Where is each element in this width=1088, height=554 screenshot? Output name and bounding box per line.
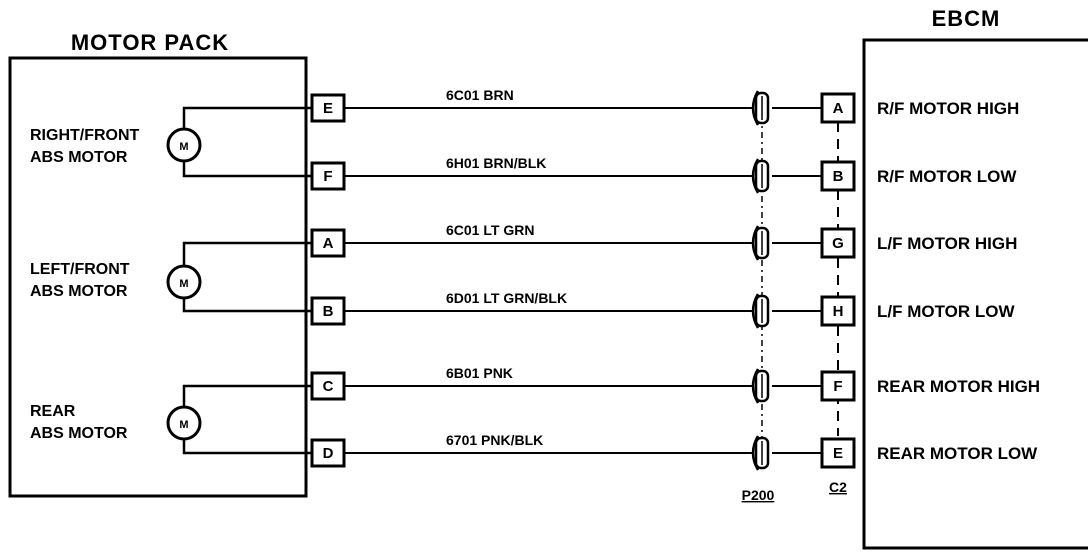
motor-pack-box [8, 56, 308, 498]
svg-text:F: F [833, 378, 842, 395]
motor-3-label-line1: REAR [30, 403, 76, 420]
motor-2-label-line1: LEFT/FRONT [30, 261, 130, 278]
wire-label: 6H01 BRN/BLK [446, 155, 546, 171]
ebcm-pin: A [820, 92, 856, 124]
ebcm-pin: B [820, 160, 856, 192]
ebcm-circuit-label: REAR MOTOR LOW [877, 444, 1038, 463]
svg-text:G: G [832, 235, 844, 252]
svg-text:A: A [833, 100, 844, 117]
motor-pack-pin: A [310, 228, 346, 258]
circuit-row: D 6701 PNK/BLK E REAR MOTOR LOW [310, 432, 1038, 471]
circuit-row: F 6H01 BRN/BLK B R/F MOTOR LOW [310, 155, 1017, 194]
motor-2-symbol: M [166, 241, 312, 313]
svg-text:B: B [323, 303, 334, 320]
ebcm-box [862, 38, 1088, 550]
p200-terminal [751, 368, 770, 404]
svg-text:M: M [179, 141, 188, 153]
motor-2-label-line2: ABS MOTOR [30, 283, 128, 300]
p200-terminal [751, 435, 770, 471]
ebcm-circuit-label: L/F MOTOR HIGH [877, 234, 1017, 253]
svg-text:M: M [179, 278, 188, 290]
motor-pack-pin: C [310, 371, 346, 401]
wire-label: 6B01 PNK [446, 365, 513, 381]
ebcm-circuit-label: L/F MOTOR LOW [877, 302, 1016, 321]
ebcm-pin: G [820, 227, 856, 259]
svg-text:B: B [833, 168, 844, 185]
p200-terminal [751, 158, 770, 194]
circuit-row: A 6C01 LT GRN G L/F MOTOR HIGH [310, 222, 1017, 261]
ebcm-pin: H [820, 295, 856, 327]
p200-terminal [751, 225, 770, 261]
ebcm-circuit-label: R/F MOTOR HIGH [877, 99, 1019, 118]
ebcm-connector-label: C2 [829, 479, 847, 495]
svg-text:E: E [833, 445, 843, 462]
ebcm-pin: E [820, 437, 856, 469]
svg-text:E: E [323, 100, 333, 117]
motor-pack-title: MOTOR PACK [71, 30, 229, 55]
circuit-row: B 6D01 LT GRN/BLK H L/F MOTOR LOW [310, 290, 1016, 329]
circuit-rows: E 6C01 BRN A R/F MOTOR HIGH F 6H01 BRN/BLK B R/… [310, 87, 1040, 471]
inline-connector-label: P200 [742, 487, 775, 503]
circuit-row: C 6B01 PNK F REAR MOTOR HIGH [310, 365, 1040, 404]
wire-label: 6701 PNK/BLK [446, 432, 543, 448]
motor-pack-pin: D [310, 438, 346, 468]
wire-label: 6C01 BRN [446, 87, 514, 103]
svg-text:H: H [833, 303, 844, 320]
motor-3-label-line2: ABS MOTOR [30, 425, 128, 442]
ebcm-circuit-label: R/F MOTOR LOW [877, 167, 1017, 186]
ebcm-title: EBCM [932, 6, 1001, 31]
motor-1-label-line2: ABS MOTOR [30, 149, 128, 166]
p200-terminal [751, 293, 770, 329]
motor-pack-pin: E [310, 93, 346, 123]
ebcm-pin: F [820, 370, 856, 402]
wire-label: 6D01 LT GRN/BLK [446, 290, 567, 306]
motor-1-symbol: M [166, 106, 312, 178]
ebcm-circuit-label: REAR MOTOR HIGH [877, 377, 1040, 396]
svg-text:F: F [323, 168, 332, 185]
circuit-row: E 6C01 BRN A R/F MOTOR HIGH [310, 87, 1019, 126]
svg-text:D: D [323, 445, 334, 462]
svg-text:C: C [323, 378, 334, 395]
motor-pack-pin: B [310, 296, 346, 326]
p200-terminal [751, 90, 770, 126]
motor-pack-pin: F [310, 161, 346, 191]
motor-3-symbol: M [166, 384, 312, 455]
svg-text:M: M [179, 419, 188, 431]
wire-label: 6C01 LT GRN [446, 222, 534, 238]
svg-text:A: A [323, 235, 334, 252]
motor-1-label-line1: RIGHT/FRONT [30, 127, 140, 144]
